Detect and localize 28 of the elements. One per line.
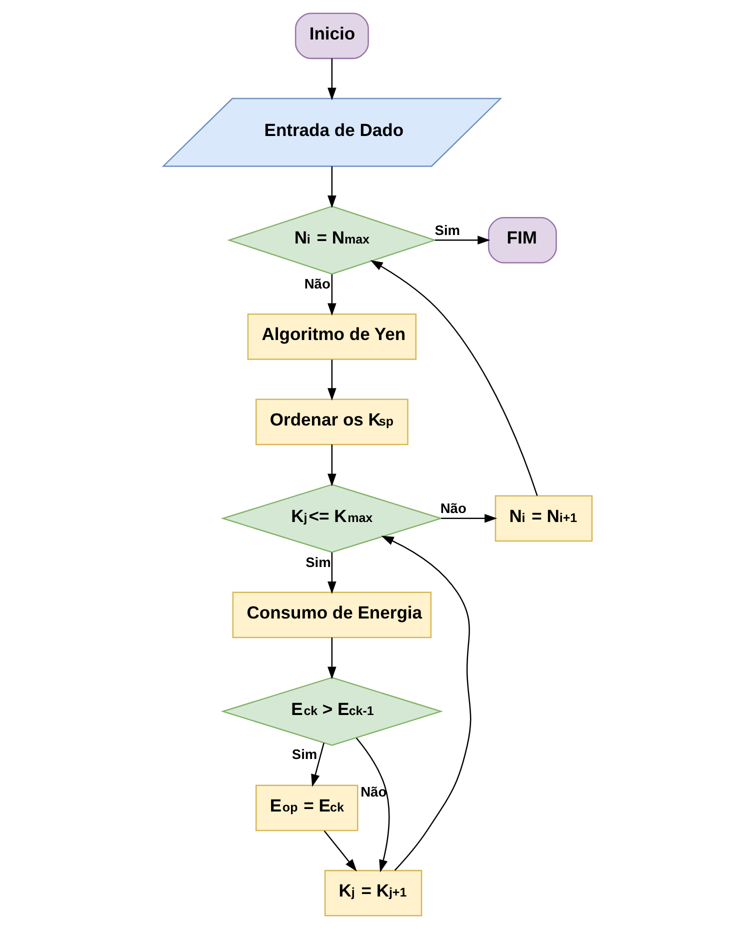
node-box: Ni = Ni+1 (494, 495, 593, 542)
arrow (328, 58, 336, 100)
edge-label: Sim (434, 222, 460, 238)
node-diamond: Eck > Eck-1 (220, 676, 444, 746)
arrow (328, 360, 336, 401)
edge-label: Não (360, 784, 387, 800)
arrow (328, 166, 336, 208)
arrow (328, 274, 336, 316)
arrow (328, 444, 336, 486)
arrow (435, 236, 490, 245)
arrow (328, 552, 336, 594)
node-box: FIM (488, 216, 557, 264)
node-box: Inicio (294, 12, 369, 60)
arrow (328, 637, 336, 680)
node-box: Eop = Eck (255, 784, 358, 832)
node-box: Ordenar os Ksp (255, 398, 408, 446)
node-box: Algoritmo de Yen (247, 313, 417, 360)
edge-label: Não (304, 276, 330, 292)
arrow (381, 536, 472, 871)
arrow (370, 260, 538, 496)
node-box: Consumo de Energia (232, 592, 432, 638)
arrow (356, 738, 390, 872)
edge-label: Sim (306, 554, 331, 570)
arrow (324, 830, 357, 872)
arrow (441, 514, 498, 523)
arrow (311, 742, 324, 787)
node-box: Kj = Kj+1 (324, 870, 422, 916)
edge-label: Sim (292, 746, 318, 762)
